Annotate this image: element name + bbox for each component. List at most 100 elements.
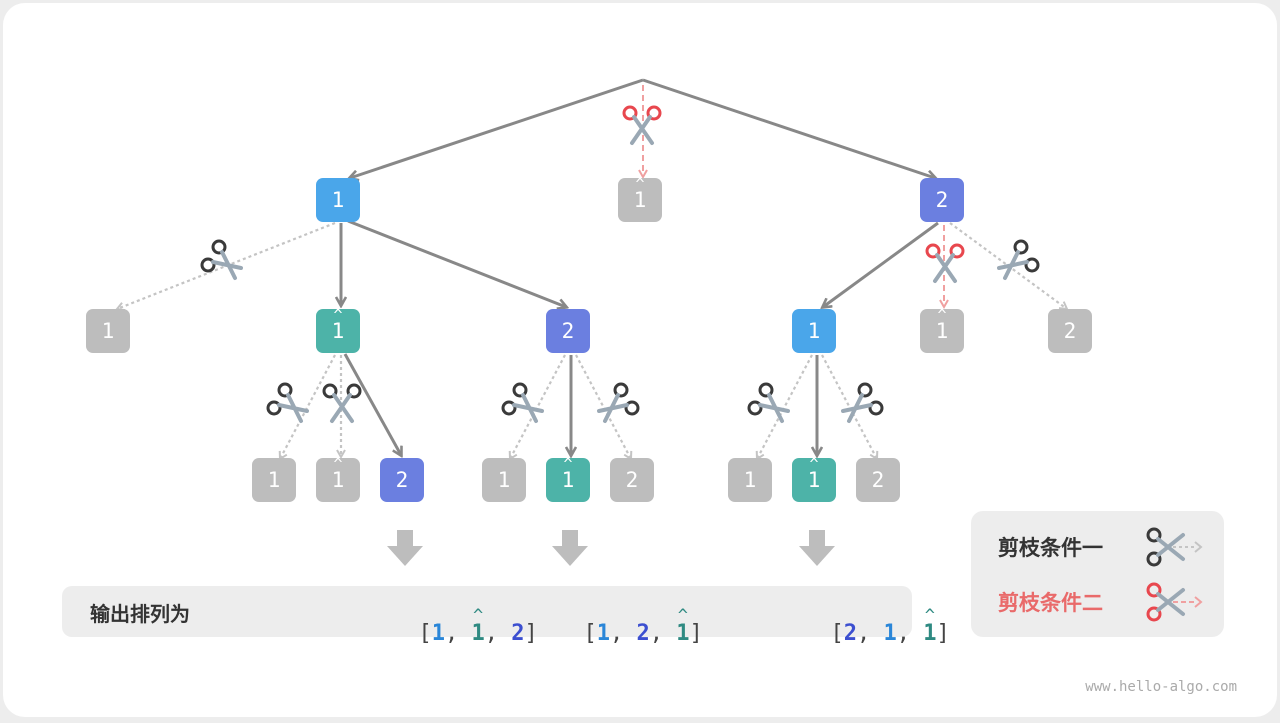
tree-node-hat1-pruned: ^1 bbox=[920, 306, 964, 353]
edge-2-to-1 bbox=[823, 221, 939, 307]
perm-value-hat: ^1 bbox=[471, 608, 485, 647]
scissors-icon bbox=[997, 239, 1040, 280]
scissors-dark-icon bbox=[1146, 527, 1203, 567]
node-value: 1 bbox=[633, 188, 647, 212]
node-value: 2 bbox=[395, 468, 409, 492]
bracket-open: [ bbox=[830, 621, 844, 646]
scissors-icon bbox=[322, 383, 362, 423]
edge-2b-to-1-pruned bbox=[510, 354, 566, 459]
separator: , bbox=[609, 621, 624, 646]
hat-mark: ^ bbox=[333, 455, 343, 473]
tree-node-1-pruned: 1 bbox=[482, 458, 526, 502]
tree-node-2: 2 bbox=[546, 309, 590, 353]
perm-value: 1 bbox=[431, 621, 445, 646]
hat-mark: ^ bbox=[333, 306, 343, 324]
tree-node-hat1: ^1 bbox=[792, 455, 836, 502]
tree-node-2: 2 bbox=[380, 458, 424, 502]
scissors-icon bbox=[501, 382, 544, 423]
node-value: 1 bbox=[807, 319, 821, 343]
bracket-close: ] bbox=[689, 621, 703, 646]
legend: 剪枝条件一 剪枝条件二 bbox=[971, 511, 1224, 637]
tree-node-1-pruned: 1 bbox=[728, 458, 772, 502]
perm-value: 1 bbox=[676, 621, 690, 646]
bracket-open: [ bbox=[583, 621, 597, 646]
tree-node-hat1: ^1 bbox=[546, 455, 590, 502]
hat-mark: ^ bbox=[937, 306, 947, 324]
node-value: 2 bbox=[1063, 319, 1077, 343]
edge-hat1-to-2 bbox=[343, 353, 401, 455]
separator: , bbox=[484, 621, 498, 646]
output-label: 输出排列为 bbox=[90, 602, 190, 626]
node-value: 2 bbox=[625, 468, 639, 492]
node-value: 1 bbox=[331, 468, 345, 492]
separator: , bbox=[444, 621, 459, 646]
hat-mark: ^ bbox=[677, 606, 688, 626]
edge-root-to-2 bbox=[642, 78, 935, 178]
edge-1c-to-1-pruned bbox=[757, 354, 813, 459]
perm-value: 2 bbox=[843, 621, 857, 646]
tree-node-2-pruned: 2 bbox=[856, 458, 900, 502]
node-value: 2 bbox=[935, 188, 949, 212]
watermark: www.hello-algo.com bbox=[1085, 679, 1237, 695]
legend-label-condition-1: 剪枝条件一 bbox=[998, 536, 1103, 560]
permutation-3: [2, 1, ^1] bbox=[751, 596, 950, 671]
node-value: 1 bbox=[935, 319, 949, 343]
output-bar: 输出排列为 [1, ^1, 2] [1, 2, ^1] [2, 1, ^1] bbox=[62, 586, 950, 646]
tree-node-1: 1 bbox=[792, 309, 836, 353]
node-value: 1 bbox=[331, 319, 345, 343]
perm-value: 1 bbox=[923, 621, 937, 646]
perm-value: 1 bbox=[883, 621, 897, 646]
tree-node-hat1-pruned: ^1 bbox=[316, 455, 360, 502]
separator: , bbox=[649, 621, 663, 646]
perm-value-hat: ^1 bbox=[923, 608, 937, 647]
tree-node-1-pruned: 1 bbox=[86, 309, 130, 353]
tree-node-2-pruned: 2 bbox=[1048, 309, 1092, 353]
scissors-icon bbox=[841, 382, 884, 423]
legend-label-condition-2: 剪枝条件二 bbox=[998, 591, 1103, 615]
node-value: 1 bbox=[561, 468, 575, 492]
node-value: 1 bbox=[267, 468, 281, 492]
edge-1c-to-2-pruned bbox=[821, 354, 877, 459]
scissors-icon bbox=[747, 382, 790, 423]
separator: , bbox=[896, 621, 910, 646]
bracket-close: ] bbox=[524, 621, 538, 646]
tree-node-2-pruned: 2 bbox=[610, 458, 654, 502]
scissors-icon bbox=[200, 239, 243, 280]
scissors-icon bbox=[622, 105, 662, 145]
tree-node-hat1-pruned: ^1 bbox=[618, 175, 662, 222]
permutation-1: [1, ^1, 2] bbox=[339, 596, 538, 671]
down-arrow-icon bbox=[799, 530, 835, 566]
tree-edges bbox=[3, 78, 1280, 723]
perm-value: 2 bbox=[511, 621, 525, 646]
hat-mark: ^ bbox=[472, 606, 484, 626]
down-arrow-icon bbox=[387, 530, 423, 566]
edge-2b-to-2-pruned bbox=[575, 354, 631, 459]
scissors-icon bbox=[266, 382, 309, 423]
tree-node-2: 2 bbox=[920, 178, 964, 222]
bracket-open: [ bbox=[418, 621, 432, 646]
tree-node-1-pruned: 1 bbox=[252, 458, 296, 502]
scissors-icon bbox=[925, 243, 965, 283]
edge-hat1-to-1-pruned bbox=[280, 354, 336, 459]
edge-root-to-1 bbox=[350, 78, 644, 178]
bracket-close: ] bbox=[936, 621, 950, 646]
perm-value: 2 bbox=[636, 621, 650, 646]
tree-node-1: 1 bbox=[316, 178, 360, 222]
node-value: 2 bbox=[561, 319, 575, 343]
tree-node-hat1: ^1 bbox=[316, 306, 360, 353]
perm-value-hat: ^1 bbox=[676, 608, 690, 647]
node-value: 2 bbox=[871, 468, 885, 492]
node-value: 1 bbox=[743, 468, 757, 492]
edge-1-to-2 bbox=[347, 219, 566, 307]
hat-mark: ^ bbox=[563, 455, 573, 473]
permutation-2: [1, 2, ^1] bbox=[504, 596, 703, 671]
perm-value: 1 bbox=[471, 621, 485, 646]
node-value: 1 bbox=[807, 468, 821, 492]
diagram-canvas: 1 ^1 2 1 ^1 2 1 ^1 2 1 ^1 2 1 ^1 2 1 bbox=[3, 3, 1277, 717]
hat-mark: ^ bbox=[809, 455, 819, 473]
scissors-icon bbox=[597, 382, 640, 423]
node-value: 1 bbox=[101, 319, 115, 343]
scissors-red-icon bbox=[1146, 582, 1203, 622]
hat-mark: ^ bbox=[635, 175, 645, 193]
hat-mark: ^ bbox=[924, 606, 935, 626]
